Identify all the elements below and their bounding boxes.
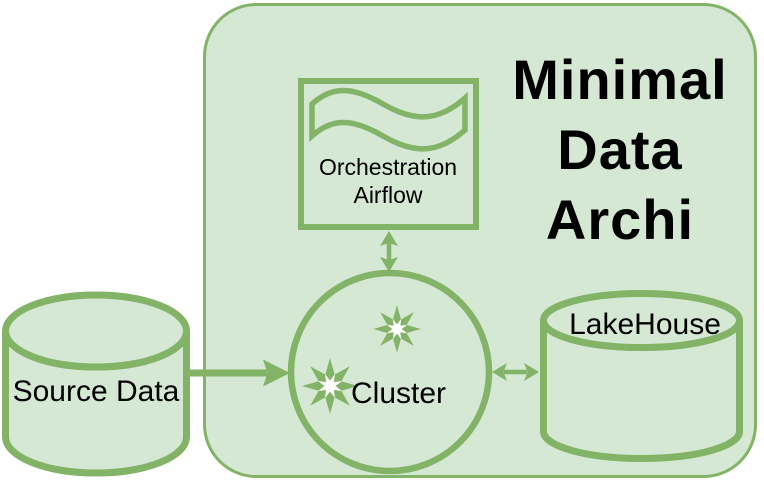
diagram-title: Minimal Data Archi [512,48,727,251]
arrowhead-right-icon [524,363,539,381]
edge-cluster-to-orchestration [380,231,398,272]
arrowhead-down-icon [380,257,398,272]
spark-burst-icon [373,305,421,353]
node-cluster: Cluster [287,269,493,475]
source-cylinder-top [2,291,190,371]
node-orchestration-airflow: Orchestration Airflow [298,78,479,230]
title-line-1: Minimal [512,48,727,111]
node-source-data: Source Data [2,291,190,477]
cluster-circle [287,269,493,475]
orchestration-label-line-1: Orchestration [319,154,457,180]
orchestration-label-line-2: Airflow [353,182,422,208]
edge-source-to-cluster [190,359,290,387]
arrowhead-left-icon [492,363,507,381]
arrowhead-right-icon [263,359,290,387]
source-data-label: Source Data [13,375,180,408]
arrowhead-up-icon [380,231,398,246]
title-line-3: Archi [546,188,694,251]
lakehouse-cylinder-top [540,290,743,351]
edge-cluster-to-lakehouse [492,363,539,381]
title-line-2: Data [557,118,682,181]
spark-burst-icon [302,358,358,414]
node-lakehouse: LakeHouse [540,290,743,462]
lakehouse-label: LakeHouse [569,308,721,341]
cluster-label: Cluster [351,377,446,410]
waves-icon [309,87,468,152]
